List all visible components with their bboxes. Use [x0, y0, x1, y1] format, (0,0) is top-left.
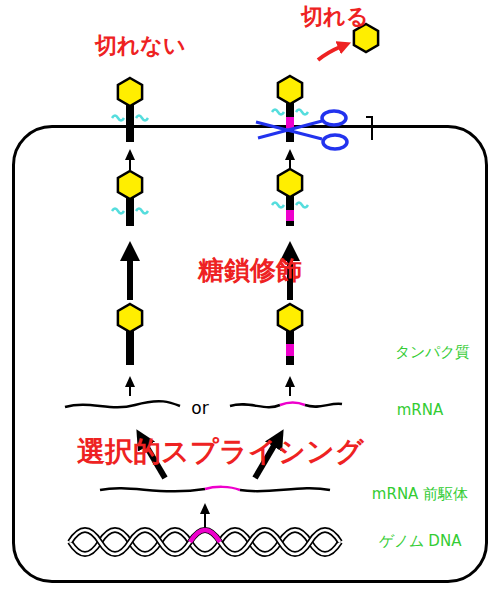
pre-mrna-strand — [240, 488, 330, 491]
exon-segment — [280, 402, 305, 405]
protein-stalk — [286, 331, 294, 365]
dna-strand — [70, 530, 340, 554]
exon-segment — [190, 530, 220, 542]
protein-stalk — [286, 196, 294, 226]
dna-strand — [70, 530, 340, 554]
protein-stalk — [126, 331, 134, 365]
node-text: 糖鎖修飾 — [198, 256, 302, 285]
scissors-handle — [322, 111, 346, 125]
protein-stalk — [126, 198, 134, 226]
node-text: ゲノム DNA — [379, 533, 462, 550]
sugar-chain — [136, 116, 148, 121]
cut-label: 切れる — [301, 5, 369, 29]
cell-outline: 糖鎖修飾タンパク質 or mRNA 選択的スプライシング mRNA 前駆体ゲノム DNA — [12, 125, 488, 583]
node-text: or — [191, 399, 208, 418]
small-arrow — [289, 158, 291, 170]
protein-stalk — [126, 105, 134, 142]
protein-head — [278, 304, 302, 332]
mrna-strand — [305, 404, 342, 407]
sugar-chain — [112, 209, 124, 214]
cut-label: 切れない — [95, 34, 186, 58]
protein-head — [278, 76, 302, 104]
node-text: mRNA 前駆体 — [372, 486, 468, 503]
mrna-strand — [230, 404, 280, 407]
spliced-segment — [286, 344, 294, 356]
protein-head — [278, 169, 302, 197]
spliced-segment — [286, 210, 294, 221]
sugar-chain — [136, 209, 148, 214]
exon-segment — [205, 487, 240, 490]
node-text: タンパク質 — [395, 344, 470, 361]
small-arrow — [204, 512, 206, 528]
protein-stalk — [286, 103, 294, 142]
release-arrow — [318, 47, 340, 60]
protein-head — [118, 171, 142, 199]
small-arrow — [129, 385, 131, 396]
dna-strand-core — [70, 530, 340, 554]
sugar-chain — [272, 203, 284, 208]
protein-head — [118, 78, 142, 106]
dna-strand-core — [70, 530, 340, 554]
big-arrow — [127, 258, 133, 300]
scissors-blade — [258, 121, 322, 138]
sugar-chain — [296, 203, 308, 208]
pre-mrna-strand — [100, 488, 205, 491]
sugar-chain — [112, 116, 124, 121]
sugar-chain — [272, 110, 284, 115]
small-arrow — [289, 385, 291, 396]
node-text: mRNA — [397, 402, 444, 419]
node-text: 選択的スプライシング — [77, 437, 364, 468]
sugar-chain — [296, 110, 308, 115]
small-arrow — [129, 158, 131, 170]
scissors-handle — [323, 135, 347, 149]
protein-head — [118, 304, 142, 332]
membrane-anchor — [366, 117, 372, 140]
mrna-strand — [65, 401, 180, 407]
